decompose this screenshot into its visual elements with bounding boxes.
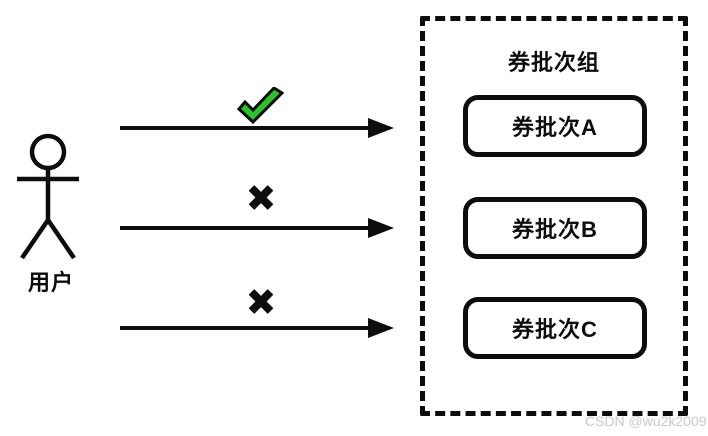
user-actor-icon xyxy=(17,133,79,260)
arrow-icon xyxy=(120,218,394,238)
batch-node-b: 券批次B xyxy=(463,197,647,259)
checkmark-icon xyxy=(236,87,284,125)
cross-icon: ✖ xyxy=(245,282,277,323)
cross-icon: ✖ xyxy=(245,178,277,219)
arrow-icon xyxy=(120,318,394,338)
batch-node-a: 券批次A xyxy=(463,95,647,157)
watermark: CSDN @wu2k2009 xyxy=(585,413,707,429)
group-title: 券批次组 xyxy=(507,50,600,75)
coupon-batch-group: 券批次组 券批次A 券批次B 券批次C xyxy=(420,16,688,416)
actor-label: 用户 xyxy=(27,270,74,295)
batch-node-c: 券批次C xyxy=(463,297,647,359)
arrow-icon xyxy=(120,118,394,138)
